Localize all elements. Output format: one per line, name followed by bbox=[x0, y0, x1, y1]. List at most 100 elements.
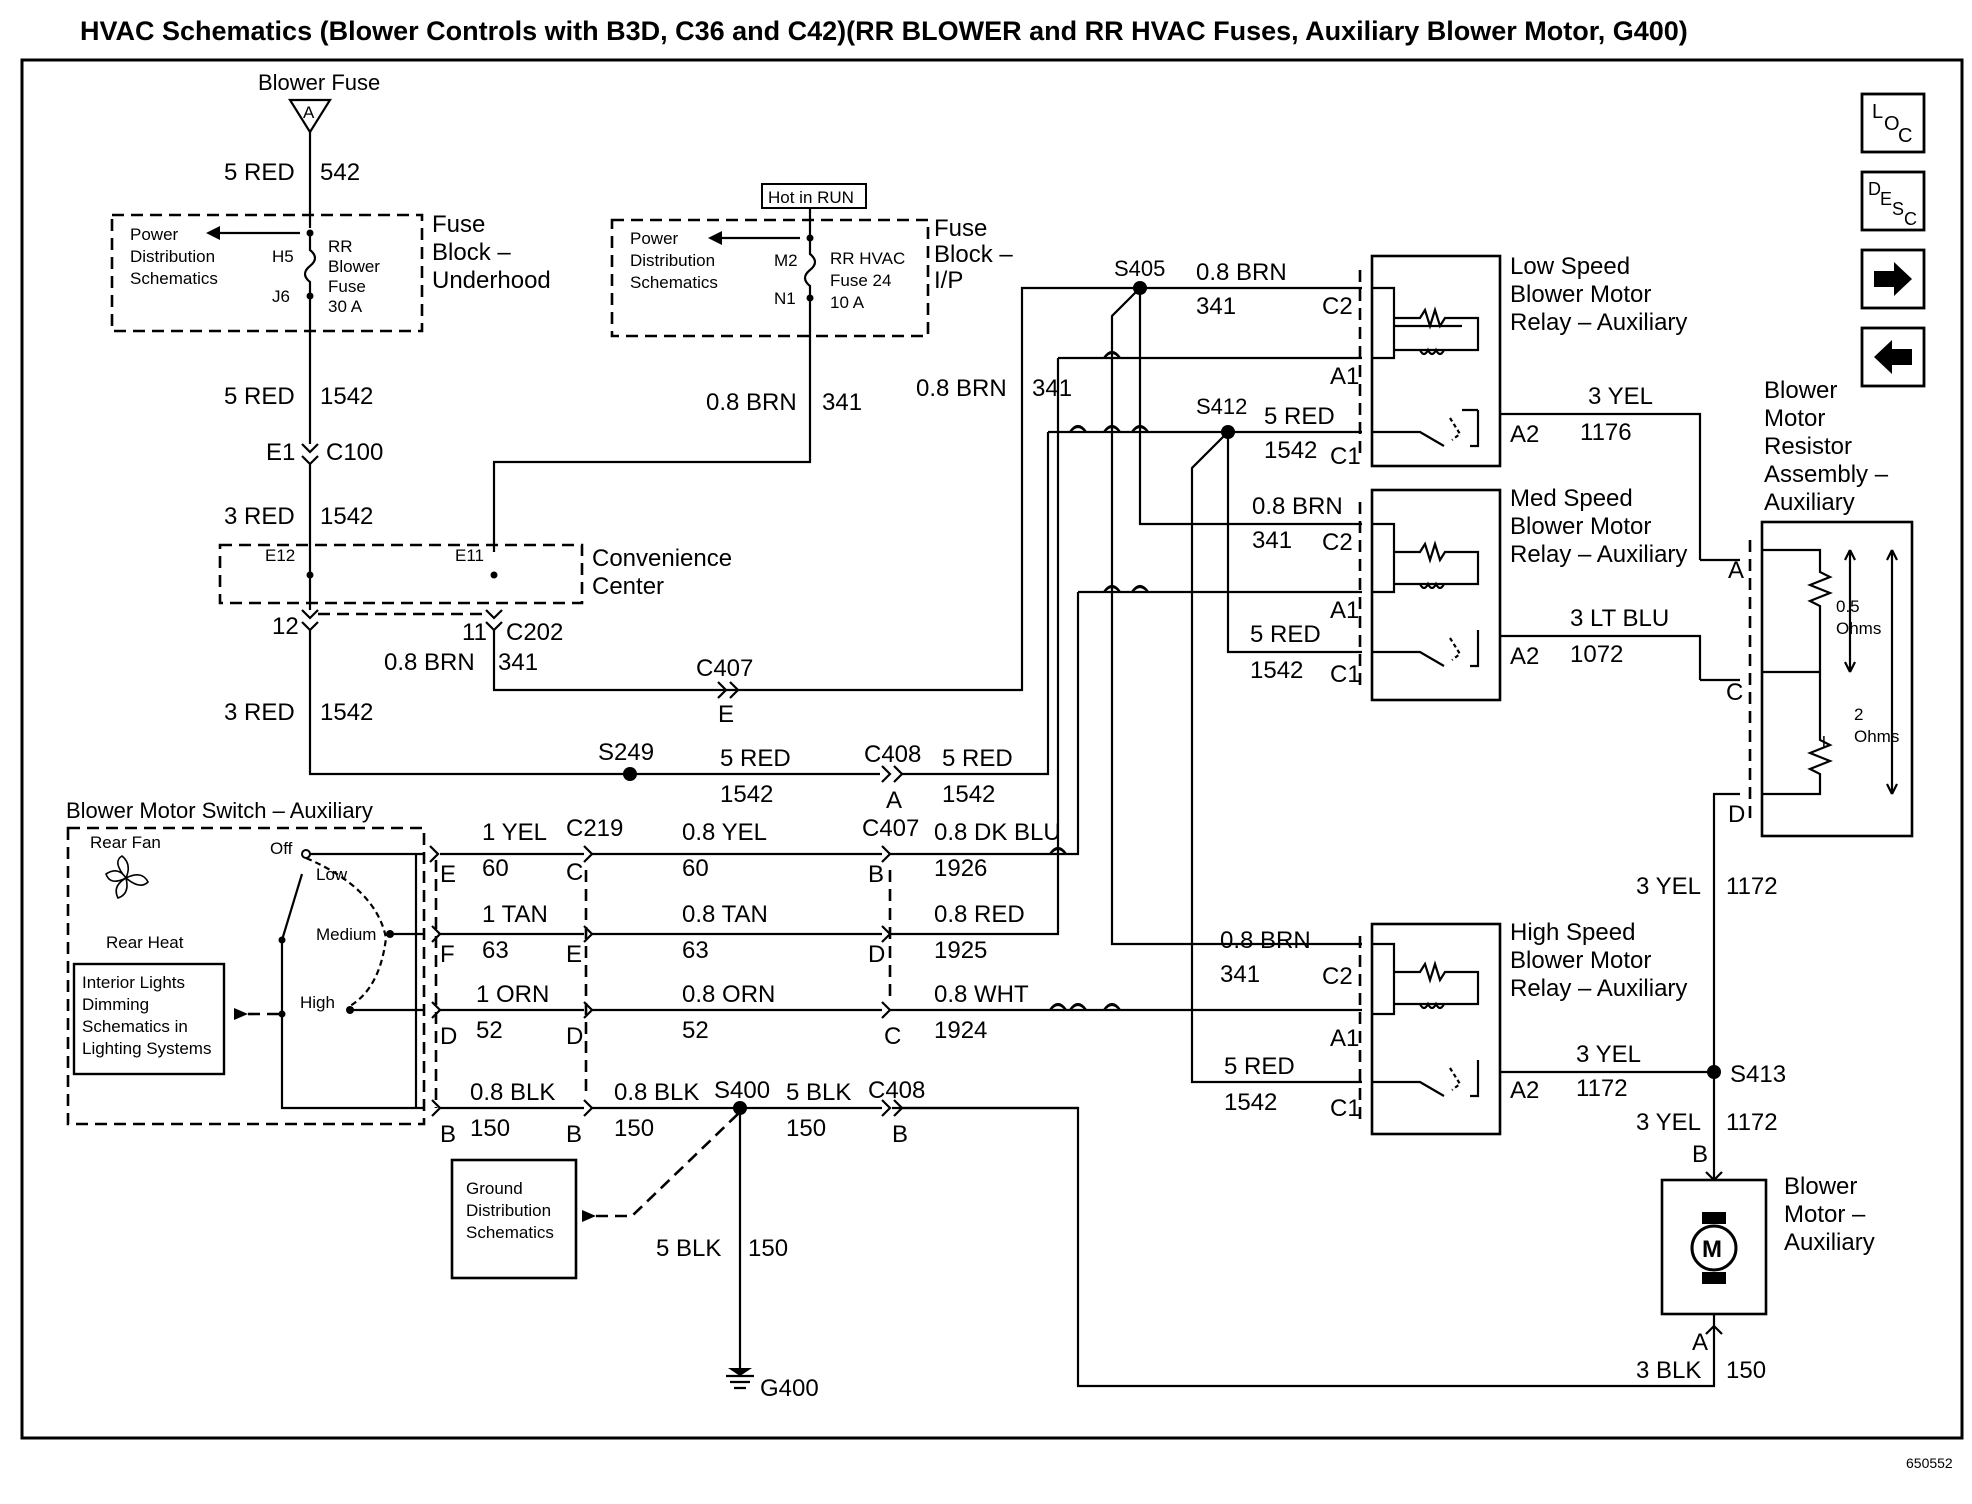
wire-label: 0.8 BRN bbox=[384, 649, 475, 676]
circuit-label: 52 bbox=[682, 1017, 709, 1044]
blower-switch-box bbox=[66, 826, 426, 1126]
connector-pin: C bbox=[566, 859, 583, 886]
switch-pos-label: Off bbox=[270, 839, 293, 858]
connector-pin: 12 bbox=[272, 613, 299, 640]
splice-label: S405 bbox=[1114, 256, 1165, 281]
svg-text:Block –: Block – bbox=[432, 239, 511, 266]
wire-label: 5 RED bbox=[1250, 621, 1321, 648]
svg-text:2: 2 bbox=[1854, 705, 1863, 724]
svg-text:I/P: I/P bbox=[934, 267, 963, 294]
circuit-label: 341 bbox=[1252, 527, 1292, 554]
svg-text:l: l bbox=[1822, 733, 1826, 752]
rear-fan-label: Rear Fan bbox=[90, 833, 161, 852]
svg-text:Distribution: Distribution bbox=[130, 247, 215, 266]
switch-pos-label: Low bbox=[316, 865, 348, 884]
wire-label: 5 RED bbox=[1224, 1053, 1295, 1080]
connector-name: C202 bbox=[506, 619, 563, 646]
svg-text:Relay – Auxiliary: Relay – Auxiliary bbox=[1510, 541, 1687, 568]
circuit-label: 150 bbox=[614, 1115, 654, 1142]
rear-heat-label: Rear Heat bbox=[106, 933, 184, 952]
svg-text:Dimming: Dimming bbox=[82, 995, 149, 1014]
rr-hvac-fuse-symbol bbox=[803, 224, 817, 440]
wire-label: 5 RED bbox=[942, 745, 1013, 772]
wire-label: 5 BLK bbox=[786, 1079, 851, 1106]
interior-lights-box bbox=[72, 962, 226, 1076]
convenience-center-label: Convenience bbox=[592, 545, 732, 572]
svg-text:Auxiliary: Auxiliary bbox=[1784, 1229, 1875, 1256]
svg-text:Schematics: Schematics bbox=[630, 273, 718, 292]
svg-text:Relay – Auxiliary: Relay – Auxiliary bbox=[1510, 975, 1687, 1002]
svg-text:C: C bbox=[1904, 209, 1917, 229]
pds-label: Power bbox=[130, 225, 179, 244]
svg-text:Resistor: Resistor bbox=[1764, 433, 1852, 460]
svg-text:Schematics: Schematics bbox=[130, 269, 218, 288]
wire-label: 5 RED bbox=[1264, 403, 1335, 430]
wire-crossings bbox=[1049, 350, 1149, 1011]
circuit-label: 1542 bbox=[1224, 1089, 1277, 1116]
circuit-label: 1924 bbox=[934, 1017, 987, 1044]
wire-label: 3 YEL bbox=[1636, 873, 1701, 900]
rr-blower-fuse-symbol bbox=[303, 233, 317, 330]
resistor-label: Blower bbox=[1764, 377, 1837, 404]
wire-label: 3 RED bbox=[224, 699, 295, 726]
circuit-label: 1172 bbox=[1726, 873, 1778, 900]
blower-fuse-letter: A bbox=[303, 103, 315, 122]
connector-name: C408 bbox=[868, 1077, 925, 1104]
hot-in-run-label: Hot in RUN bbox=[768, 188, 854, 207]
svg-text:Ohms: Ohms bbox=[1836, 619, 1881, 638]
wire-label: 0.8 BRN bbox=[706, 389, 797, 416]
connector-pin: 11 bbox=[462, 619, 487, 646]
wire-label: 0.8 RED bbox=[934, 901, 1025, 928]
svg-text:Distribution: Distribution bbox=[630, 251, 715, 270]
relay-pin: A1 bbox=[1330, 363, 1359, 390]
pin-label: E12 bbox=[265, 546, 295, 565]
arrow-icon bbox=[708, 231, 722, 245]
ground-dist-box bbox=[450, 1158, 578, 1280]
connector-name: C408 bbox=[864, 741, 921, 768]
svg-text:Power: Power bbox=[630, 229, 679, 248]
loc-icon[interactable]: LOC bbox=[1860, 92, 1926, 154]
connector-pin: B bbox=[566, 1121, 582, 1148]
wire-label: 3 YEL bbox=[1636, 1109, 1701, 1136]
wire-label: 5 RED bbox=[224, 383, 295, 410]
connector-pin: C bbox=[884, 1023, 901, 1050]
relay-pin: C1 bbox=[1330, 443, 1361, 470]
svg-text:Schematics: Schematics bbox=[466, 1223, 554, 1242]
wire-label: 0.8 BRN bbox=[1196, 259, 1287, 286]
wire-label: 1 YEL bbox=[482, 819, 547, 846]
connector-name: C407 bbox=[696, 655, 753, 682]
wire-label: 1 ORN bbox=[476, 981, 549, 1008]
wire-label: 0.8 BRN bbox=[1220, 927, 1311, 954]
convenience-center-box bbox=[218, 543, 584, 605]
wire-label: 3 YEL bbox=[1576, 1041, 1641, 1068]
svg-text:Lighting Systems: Lighting Systems bbox=[82, 1039, 211, 1058]
wire-label: 5 RED bbox=[720, 745, 791, 772]
wire-label: 0.8 BRN bbox=[916, 375, 1007, 402]
connector-pin: B bbox=[440, 1121, 456, 1148]
arrow-right-icon[interactable] bbox=[1860, 248, 1926, 310]
arrow-icon bbox=[206, 226, 220, 240]
fan-icon bbox=[105, 855, 149, 899]
circuit-label: 150 bbox=[786, 1115, 826, 1142]
resistor-pin: C bbox=[1726, 679, 1743, 706]
arrow-icon bbox=[234, 1008, 248, 1020]
connector-name: C219 bbox=[566, 815, 623, 842]
arrow-left-icon[interactable] bbox=[1860, 326, 1926, 388]
circuit-label: 52 bbox=[476, 1017, 503, 1044]
connector-pin: E bbox=[718, 701, 734, 728]
wire-label: 1 TAN bbox=[482, 901, 548, 928]
high-speed-relay-label: High Speed bbox=[1510, 919, 1635, 946]
wire-label: 3 RED bbox=[224, 503, 295, 530]
pin-label: E11 bbox=[455, 546, 484, 565]
med-speed-relay bbox=[1358, 488, 1502, 702]
svg-text:Blower Motor: Blower Motor bbox=[1510, 947, 1651, 974]
connector-name: C407 bbox=[862, 815, 919, 842]
pin-label: N1 bbox=[774, 289, 796, 308]
circuit-label: 341 bbox=[1196, 293, 1236, 320]
switch-pos-label: Medium bbox=[316, 925, 376, 944]
svg-text:Underhood: Underhood bbox=[432, 267, 551, 294]
splice-label: S400 bbox=[714, 1077, 770, 1104]
low-speed-relay bbox=[1358, 254, 1502, 468]
relay-pin: C2 bbox=[1322, 963, 1353, 990]
